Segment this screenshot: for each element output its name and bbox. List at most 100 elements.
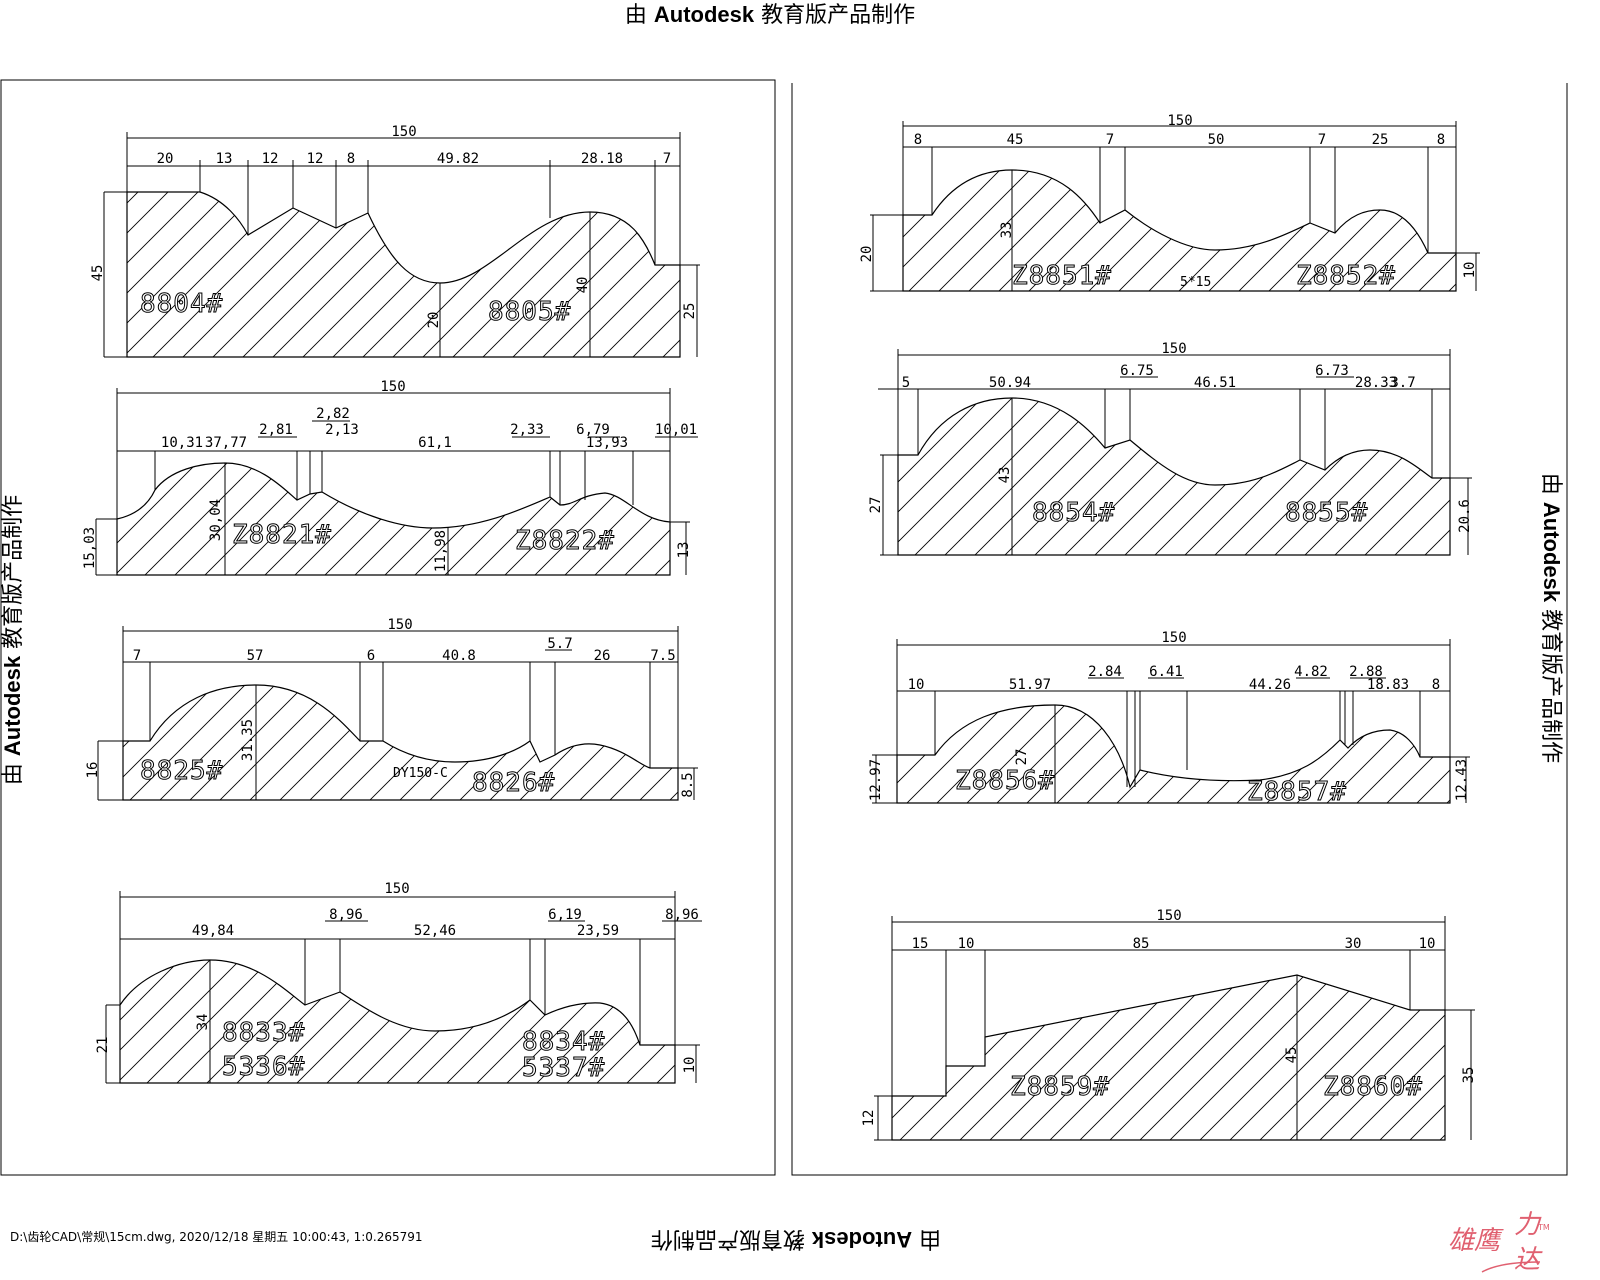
dim: 6 bbox=[367, 648, 375, 664]
dim: 6,19 bbox=[548, 907, 582, 923]
dim-side: 11,98 bbox=[433, 530, 449, 572]
dim: 85 bbox=[1133, 936, 1150, 952]
dim: 50 bbox=[1208, 132, 1225, 148]
logo-swoosh bbox=[1481, 1261, 1541, 1273]
brand-logo: 雄鹰 力 达 TM bbox=[1448, 1210, 1550, 1275]
dim: 30 bbox=[1345, 936, 1362, 952]
dim: 25 bbox=[1372, 132, 1389, 148]
dim: 7 bbox=[133, 648, 141, 664]
dim: 8,96 bbox=[329, 907, 363, 923]
dim: 2,33 bbox=[510, 422, 544, 438]
dim-side: 34 bbox=[195, 1014, 211, 1031]
dim: 6,79 bbox=[576, 422, 610, 438]
profile-id: 8834# bbox=[522, 1027, 605, 1057]
dim: 8 bbox=[1432, 677, 1440, 693]
profile-id: Z8859# bbox=[1010, 1072, 1110, 1102]
dim-side: 20 bbox=[859, 246, 875, 263]
dim: 40.8 bbox=[442, 648, 476, 664]
dim: 57 bbox=[247, 648, 264, 664]
dim-side: 21 bbox=[95, 1037, 111, 1054]
dim: 49,84 bbox=[192, 923, 234, 939]
left-frame bbox=[0, 79, 776, 1176]
profile-8833-8834: 150 49,84 8,96 52,46 6,19 23,59 8,96 21 … bbox=[95, 881, 702, 1084]
dim: 8 bbox=[914, 132, 922, 148]
profile-id: Z8860# bbox=[1323, 1072, 1423, 1102]
profile-z8821-z8822: 150 10,31 37,77 2,81 2,82 2,13 61,1 2,33… bbox=[82, 379, 698, 576]
dim: 2,13 bbox=[325, 422, 359, 438]
dim: 20 bbox=[157, 151, 174, 167]
dim: 10 bbox=[958, 936, 975, 952]
profile-id: Z8856# bbox=[955, 766, 1055, 796]
dim-side: 10 bbox=[1462, 262, 1478, 279]
logo-text: 达 bbox=[1514, 1245, 1543, 1275]
profile-z8851-z8852: 150 8 45 7 50 7 25 8 20 10 33 Z8851# Z88… bbox=[859, 113, 1480, 292]
watermark-top: 由 Autodesk 教育版产品制作 bbox=[625, 2, 915, 28]
dim: 3.7 bbox=[1390, 375, 1415, 391]
dim-side: 33 bbox=[999, 222, 1015, 239]
dim-total: 150 bbox=[1167, 113, 1192, 129]
dim-side: 16 bbox=[85, 762, 101, 779]
profile-id: 8854# bbox=[1032, 498, 1115, 528]
dim-side: 45 bbox=[90, 265, 106, 282]
profile-id: Z8851# bbox=[1012, 261, 1112, 291]
trademark: TM bbox=[1537, 1223, 1550, 1232]
dim: 12 bbox=[262, 151, 279, 167]
dim: 12 bbox=[307, 151, 324, 167]
profile-id: 8805# bbox=[488, 297, 571, 327]
dim: 15 bbox=[912, 936, 929, 952]
dim: 6.73 bbox=[1315, 363, 1349, 379]
profile-8825-8826: 150 7 57 6 40.8 5.7 26 7.5 16 8.5 31.35 … bbox=[85, 617, 698, 801]
dim: 23,59 bbox=[577, 923, 619, 939]
profile-z8856-z8857: 150 10 51.97 2.84 6.41 44.26 4.82 2.88 1… bbox=[868, 630, 1470, 808]
watermark-right: 由 Autodesk 教育版产品制作 bbox=[1538, 473, 1564, 763]
dim: 2,81 bbox=[259, 422, 293, 438]
dim: 6.75 bbox=[1120, 363, 1154, 379]
dim-total: 150 bbox=[384, 881, 409, 897]
dim-side: 20 bbox=[426, 312, 442, 329]
dim-side: 40 bbox=[575, 277, 591, 294]
dim: 7 bbox=[663, 151, 671, 167]
profile-id: 8833# bbox=[222, 1018, 305, 1048]
dim-total: 150 bbox=[1161, 630, 1186, 646]
dim: 8 bbox=[1437, 132, 1445, 148]
dim-total: 150 bbox=[380, 379, 405, 395]
profile-id: Z8857# bbox=[1247, 777, 1347, 807]
dim: 4.82 bbox=[1294, 664, 1328, 680]
watermark-bottom: 由 Autodesk 教育版产品制作 bbox=[651, 1226, 941, 1252]
profile-id: 8855# bbox=[1285, 498, 1368, 528]
dim: 10 bbox=[908, 677, 925, 693]
dim: 7.5 bbox=[650, 648, 675, 664]
dim: 44.26 bbox=[1249, 677, 1291, 693]
dim-side: 13 bbox=[676, 542, 692, 559]
dim-side: 12.97 bbox=[868, 759, 884, 801]
dim: 6.41 bbox=[1149, 664, 1183, 680]
dim: 10,01 bbox=[655, 422, 697, 438]
dim: 61,1 bbox=[418, 435, 452, 451]
profile-id: 8826# bbox=[472, 768, 555, 798]
dim: 37,77 bbox=[205, 435, 247, 451]
dim: 13 bbox=[216, 151, 233, 167]
profile-id: 5337# bbox=[522, 1053, 605, 1083]
profile-id: 5336# bbox=[222, 1052, 305, 1082]
dim-side: 25 bbox=[682, 303, 698, 320]
dim-total: 150 bbox=[387, 617, 412, 633]
dim: 52,46 bbox=[414, 923, 456, 939]
profile-z8859-z8860: 150 15 10 85 30 10 12 35 45 Z8859# Z8860… bbox=[861, 908, 1477, 1141]
dim: 13,93 bbox=[586, 435, 628, 451]
dim-side: 30,04 bbox=[208, 499, 224, 541]
dim-side: 45 bbox=[1284, 1047, 1300, 1064]
watermark-left: 由 Autodesk 教育版产品制作 bbox=[0, 495, 26, 785]
dim-side: 20.6 bbox=[1457, 499, 1473, 533]
dim: 28.18 bbox=[581, 151, 623, 167]
profile-id: Z8821# bbox=[232, 520, 332, 550]
profile-id: Z8822# bbox=[515, 526, 615, 556]
dim: 8 bbox=[347, 151, 355, 167]
dim-total: 150 bbox=[391, 124, 416, 140]
dim: 46.51 bbox=[1194, 375, 1236, 391]
dim-side: 43 bbox=[997, 467, 1013, 484]
right-frame bbox=[791, 83, 1568, 1176]
dim: 2,82 bbox=[316, 406, 350, 422]
dim-side: 12 bbox=[861, 1110, 877, 1127]
dim-side: 15,03 bbox=[82, 527, 98, 569]
